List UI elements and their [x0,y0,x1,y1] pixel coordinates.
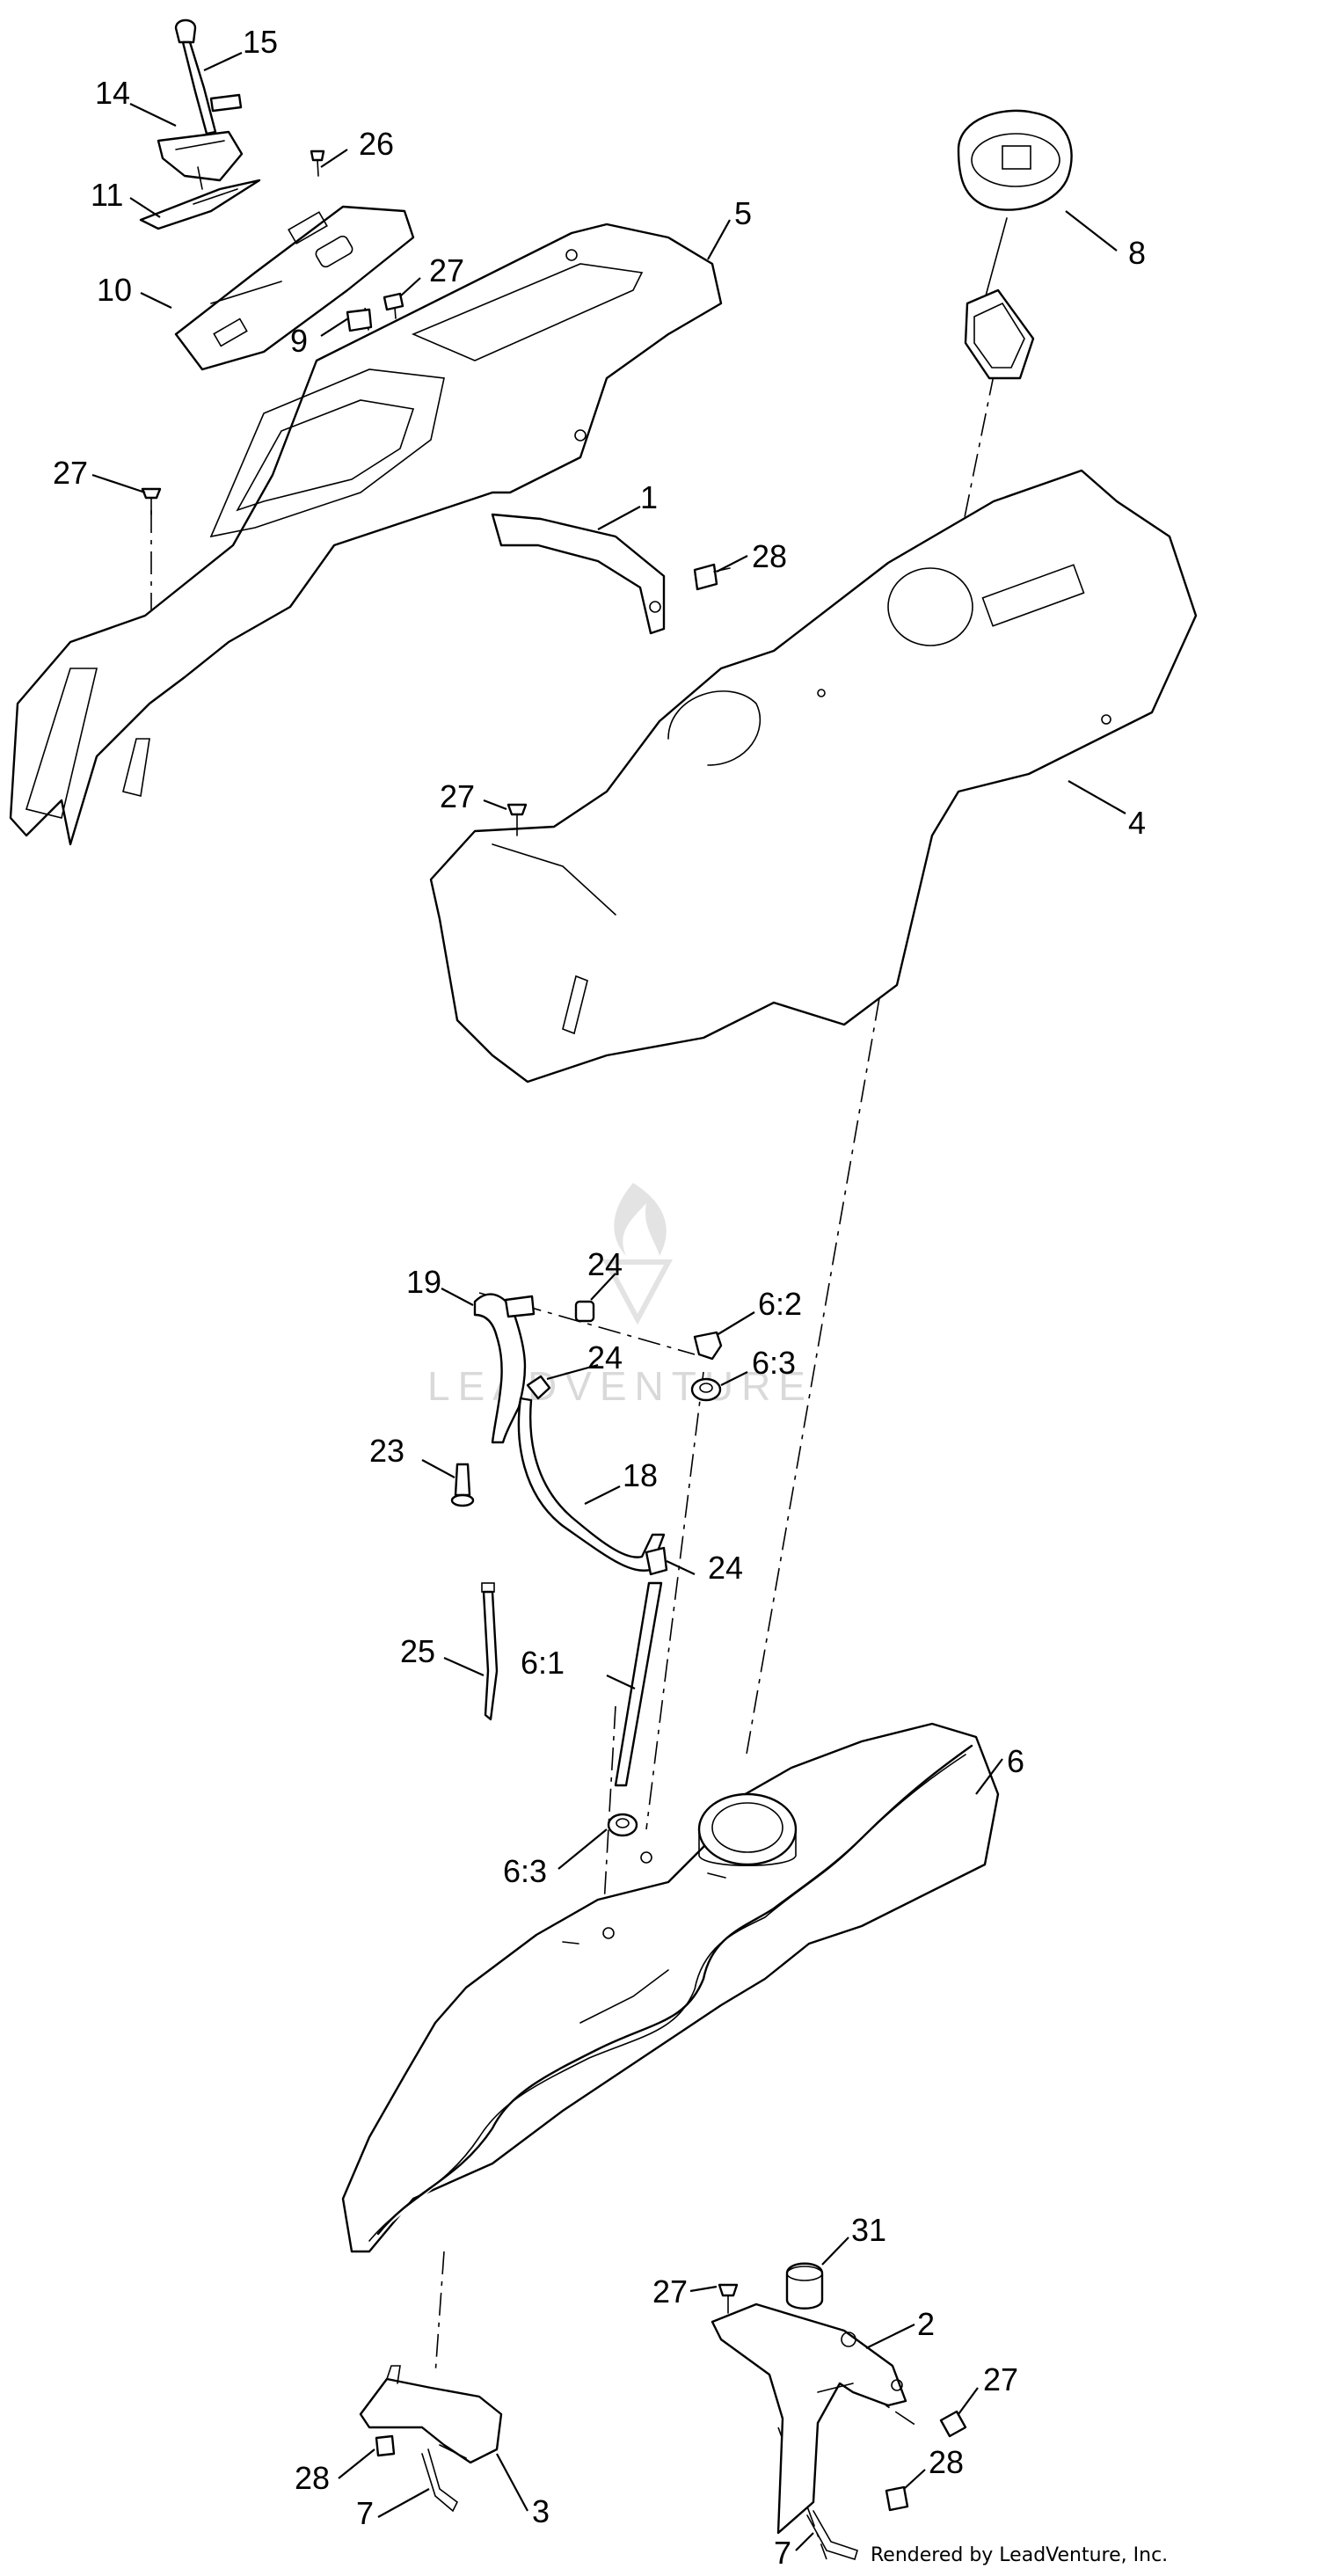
leadventure-watermark: LEADVENTURE [427,1183,813,1409]
screw-part-27-left [141,487,162,515]
valve-part-23 [450,1463,475,1507]
callout-5: 5 [734,195,752,231]
callout-27-console: 27 [429,252,464,288]
bolt-part-27-console [383,292,404,319]
decal-part-11 [139,179,261,230]
bracket-part-7-left [421,2448,459,2513]
callout-15: 15 [243,24,278,60]
screw-part-26 [310,150,325,177]
callout-8: 8 [1128,235,1146,271]
control-plate-part-10 [174,205,415,371]
fitting-part-24-mid [526,1375,551,1400]
fitting-part-24-top [574,1300,595,1323]
grommet-part-6-3-top [690,1377,722,1402]
callout-27-side: 27 [983,2361,1018,2397]
callout-1: 1 [640,479,658,515]
watermark-text: LEADVENTURE [427,1363,813,1409]
callout-25: 25 [400,1633,435,1669]
callout-23: 23 [369,1433,404,1469]
clip-part-9 [346,308,373,332]
callout-6-3-low: 6:3 [503,1853,547,1889]
callout-4: 4 [1128,805,1146,841]
callout-27-bracket: 27 [652,2273,688,2310]
throttle-control-part-14 [157,130,244,190]
bumper-part-31 [785,2262,824,2310]
throttle-lever-part-15 [174,18,243,135]
console-panel-part-5 [9,223,723,846]
callout-9: 9 [290,323,308,359]
callout-7-left: 7 [356,2495,374,2531]
callout-24-low: 24 [708,1550,743,1586]
bracket-part-2 [711,2302,907,2535]
fitting-part-6-2 [693,1331,723,1361]
fuel-tank-part-6 [341,1722,1000,2253]
callout-27-shroud: 27 [440,778,475,814]
fitting-part-24-low [645,1546,668,1576]
callout-28-top: 28 [752,538,787,574]
bolt-part-28-bracket [885,2485,909,2512]
fuel-pickup-part-6-1 [614,1581,663,1787]
bracket-part-1 [491,513,666,635]
mount-part-3 [359,2365,503,2464]
callout-10: 10 [97,272,132,308]
callout-18: 18 [623,1457,658,1493]
grommet-part-6-3-low [607,1813,638,1837]
callout-6-2: 6:2 [758,1286,802,1322]
callout-3: 3 [532,2493,550,2529]
callout-7-right: 7 [774,2535,791,2571]
fuel-cap-part-8 [957,109,1073,380]
callout-26: 26 [359,126,394,162]
callout-24-top: 24 [587,1246,623,1282]
callout-14: 14 [95,75,130,111]
callout-24-mid: 24 [587,1339,623,1376]
callout-2: 2 [917,2306,935,2342]
screw-part-27-shroud [506,803,528,836]
cable-tie-part-25 [481,1582,499,1721]
hose-part-19 [473,1293,536,1444]
callout-31: 31 [851,2212,886,2248]
callout-leaders [91,52,1126,2551]
callout-19: 19 [406,1264,441,1300]
callout-27-left: 27 [53,455,88,491]
callout-6-1: 6:1 [521,1645,565,1681]
callout-28-bracket: 28 [929,2444,964,2480]
bracket-part-7-right [806,2510,858,2561]
callout-labels: 15 14 26 11 5 8 27 10 9 27 1 28 4 27 24 … [53,24,1146,2571]
callout-6-3-top: 6:3 [752,1345,796,1381]
callout-6: 6 [1007,1743,1024,1779]
fuel-tank-shroud-part-4 [429,469,1198,1084]
bolt-part-28-mount [375,2434,396,2457]
screw-part-27-bracket [718,2283,739,2314]
bolt-part-27-side [939,2410,967,2438]
callout-11: 11 [91,177,123,213]
callout-28-mount: 28 [295,2460,330,2496]
render-credit: Rendered by LeadVenture, Inc. [871,2544,1168,2566]
